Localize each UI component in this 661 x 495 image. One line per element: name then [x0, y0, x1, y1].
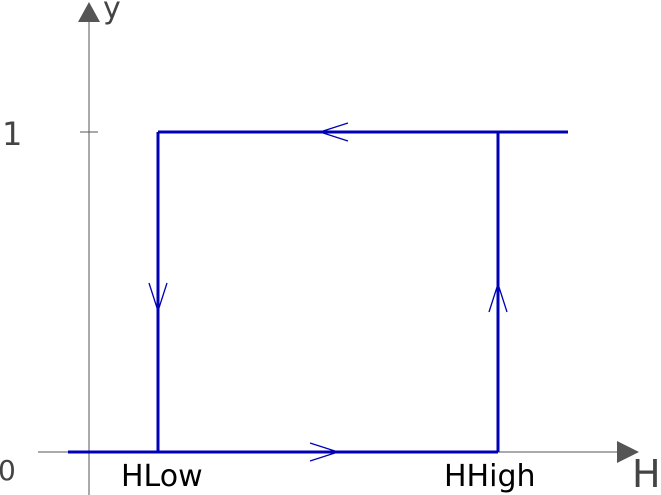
threshold-high-label: HHigh [444, 459, 536, 494]
y-axis-arrowhead [78, 2, 100, 22]
x-axis-arrowhead [617, 441, 639, 463]
y-tick-label-low: 0 [0, 454, 16, 487]
hysteresis-loop [68, 122, 568, 462]
arrow-down-icon [148, 282, 168, 314]
arrow-right-icon [309, 442, 341, 462]
y-axis-label: y [103, 0, 121, 26]
threshold-low-label: HLow [121, 459, 203, 494]
x-axis-label: H [632, 452, 661, 495]
axes [38, 2, 639, 495]
arrow-left-icon [317, 122, 349, 142]
y-tick-label-high: 1 [2, 115, 22, 153]
arrow-up-icon [488, 281, 508, 313]
